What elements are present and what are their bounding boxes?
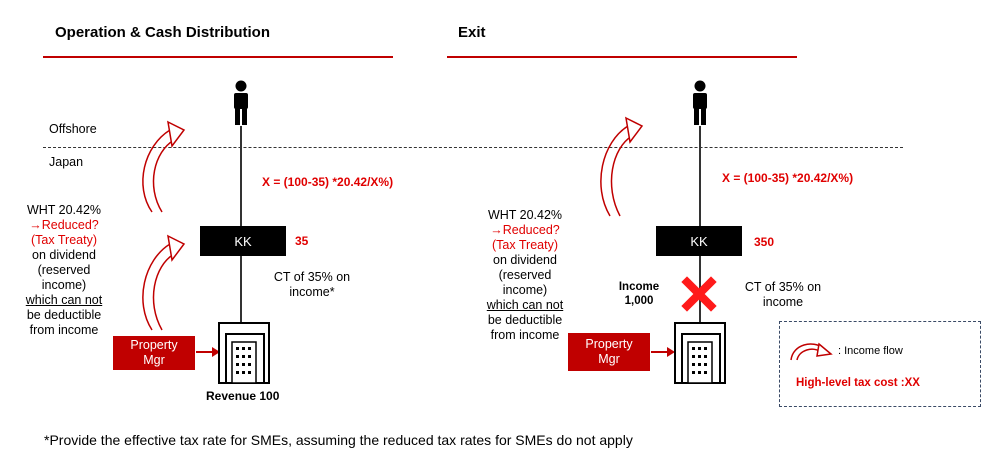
legend-box [779,321,981,407]
wht-line: (reserved [37,263,91,277]
wht-line: from income [29,323,99,337]
right-arrow-icon [651,347,675,357]
section-rule-left [43,56,393,58]
right-arrow-icon [196,347,220,357]
wht-formula-right: X = (100-35) *20.42/X%) [722,171,854,185]
revenue-label: Revenue 100 [206,389,280,403]
wht-formula-left: X = (100-35) *20.42/X%) [262,175,394,189]
curved-arrow-icon [142,234,186,331]
kk-tax-value-left: 35 [295,234,309,248]
x-mark-icon [681,276,717,312]
ownership-line-upper-left [240,126,242,226]
section-title-operation: Operation & Cash Distribution [55,24,271,41]
ownership-line-upper-right [699,126,701,226]
wht-line: be deductible [487,313,563,327]
person-icon [693,80,707,125]
kk-box-left: KK [200,226,286,256]
ct-note-left: CT of 35% on income* [262,270,362,300]
section-rule-right [447,56,797,58]
wht-line: on dividend [32,248,96,262]
wht-line-treaty: (Tax Treaty) [492,238,558,252]
curved-arrow-icon [142,120,186,213]
wht-line: WHT 20.42% [487,208,563,222]
section-title-exit: Exit [458,24,486,41]
wht-line: which can not [486,298,564,312]
building-icon [218,322,270,384]
wht-line: which can not [25,293,103,307]
legend-tax-cost: High-level tax cost :XX [796,377,920,389]
wht-line: income) [41,278,87,292]
wht-line: (reserved [498,268,552,282]
kk-box-right: KK [656,226,742,256]
income-line: Income [618,281,660,293]
ct-note-right: CT of 35% on income [728,280,838,310]
offshore-japan-divider [43,147,903,148]
zone-japan-label: Japan [49,155,84,169]
property-mgr-line: Mgr [143,353,165,367]
wht-line-treaty: (Tax Treaty) [31,233,97,247]
zone-offshore-label: Offshore [49,122,97,136]
income-line: 1,000 [624,295,654,307]
footnote: *Provide the effective tax rate for SMEs… [44,432,633,448]
wht-line: income) [502,283,548,297]
income-label-right: Income 1,000 [614,280,664,308]
property-mgr-box-left: Property Mgr [113,336,195,370]
building-icon [674,322,726,384]
kk-tax-value-right: 350 [754,235,775,249]
ct-note-line: CT of 35% on [273,270,351,284]
wht-line: be deductible [26,308,102,322]
property-mgr-line: Property [130,338,178,352]
property-mgr-line: Mgr [598,352,620,366]
ct-note-line: income [762,295,804,309]
wht-line: on dividend [493,253,557,267]
property-mgr-line: Property [585,337,633,351]
wht-line-reduced: →Reduced? [29,218,99,232]
curved-arrow-icon [600,116,644,217]
ct-note-line: income* [289,285,335,299]
wht-line-reduced: →Reduced? [490,223,560,237]
wht-note-left: WHT 20.42% →Reduced? (Tax Treaty) on div… [5,203,123,338]
person-icon [234,80,248,125]
wht-line: WHT 20.42% [26,203,102,217]
wht-note-right: WHT 20.42% →Reduced? (Tax Treaty) on div… [466,208,584,343]
wht-line: from income [490,328,560,342]
ownership-line-lower-left [240,256,242,322]
curved-arrow-icon [790,342,833,361]
ct-note-line: CT of 35% on [744,280,822,294]
legend-flow-label: : Income flow [838,345,903,357]
property-mgr-box-right: Property Mgr [568,333,650,371]
